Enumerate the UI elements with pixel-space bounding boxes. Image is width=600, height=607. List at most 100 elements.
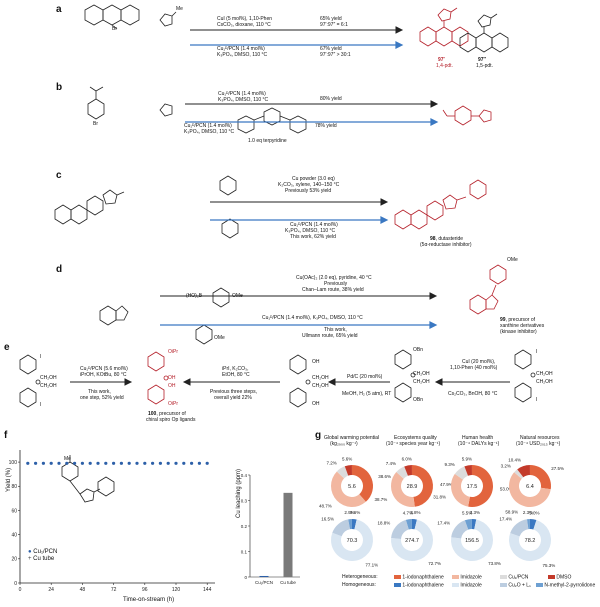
e-start-ch2oh-2: CH₂OH	[40, 383, 57, 389]
donut-slice	[514, 469, 524, 479]
g-swatch-het-3	[500, 575, 507, 579]
donut-slice	[472, 519, 477, 530]
a-bottom-result-2: 97′:97″ > 30:1	[320, 52, 351, 58]
product-e-number: 100	[148, 411, 157, 417]
donut-slice	[336, 466, 349, 479]
f-x-tick-label: 96	[142, 587, 148, 593]
f-x-axis-label: Time-on-stream (h)	[123, 597, 175, 603]
f-legend-label-2: Cu tube	[33, 556, 55, 562]
donut-center-value: 5.6	[348, 484, 356, 490]
g-subtitle-2: (10⁻⁴ species year kg⁻¹)	[386, 441, 441, 447]
spiro-dibenzyl-structure	[394, 349, 416, 403]
donut-slice-label: 73.8%	[488, 561, 501, 566]
g-legend-hom-2-label: Imidazole	[460, 582, 482, 589]
donut-slice	[348, 519, 352, 530]
reaction-arrow-e-right	[434, 378, 510, 386]
f-data-point	[65, 461, 69, 465]
product-a-desc-1: 1,4-pdt.	[436, 63, 453, 69]
donut-slice-label: 75.3%	[542, 563, 555, 568]
inset-category-label: Cu tube	[280, 580, 296, 585]
donut-slice-label: 6.0%	[402, 456, 412, 461]
e-mid-conditions-4: overall yield 22%	[214, 395, 252, 401]
e-left-conditions-2: iPrOH, KOtBu, 80 °C	[80, 372, 127, 378]
reaction-arrow-e-left	[70, 378, 133, 386]
f-data-point	[34, 461, 38, 465]
f-data-point	[127, 461, 131, 465]
f-data-point	[49, 461, 53, 465]
donut-slice-label: 10.4%	[508, 457, 521, 462]
donut-slice-label: 53.0%	[500, 487, 513, 492]
d-boronic-acid: (HO)₂B	[186, 293, 203, 299]
panel-label-c: c	[56, 170, 62, 181]
f-x-tick-label: 24	[48, 587, 54, 593]
reactant-a-me: Me	[176, 6, 183, 12]
product-b-structure	[442, 105, 492, 126]
reaction-arrow-b-bottom	[185, 118, 439, 126]
panel-label-a: a	[56, 4, 62, 15]
f-x-tick-label: 144	[203, 587, 212, 593]
azasteroid-amide-structure	[54, 189, 125, 225]
f-x-tick-label: 48	[80, 587, 86, 593]
e-right-conditions-2: 1,10-Phen (40 mol%)	[450, 365, 498, 371]
f-data-point	[151, 461, 155, 465]
d-top-conditions-2: Previously	[324, 281, 348, 287]
g-subtitle-3: (10⁻⁴ DALYs kg⁻¹)	[458, 441, 500, 447]
f-x-tick-label: 120	[172, 587, 181, 593]
e-end-iodide-1: I	[536, 349, 538, 355]
donut-slice-label: 27.5%	[551, 466, 564, 471]
donut-slice	[352, 465, 374, 502]
donut-slice	[530, 519, 537, 530]
e-right-conditions-1: CuI (20 mol%),	[462, 359, 496, 365]
donut-slice	[464, 465, 472, 476]
g-swatch-het-2	[452, 575, 459, 579]
product-d-desc-1: , precursor of	[505, 317, 536, 323]
donut-slice-label: 2.9%	[344, 510, 354, 515]
e-end-ch2oh-2: CH₂OH	[536, 379, 553, 385]
f-legend-item-2: + Cu tube	[28, 556, 55, 562]
d-top-conditions-3: Chan–Lam route, 38% yield	[302, 287, 364, 293]
f-data-point	[96, 461, 100, 465]
f-data-point	[73, 461, 77, 465]
g-subtitle-1: (kg₂₉₀₀ kg⁻¹)	[330, 441, 358, 447]
donut-slice	[396, 466, 408, 479]
donut-slice-label: 7.2%	[326, 461, 336, 466]
boronic-acid-structure	[212, 287, 230, 308]
donut-slice	[464, 519, 472, 530]
a-top-result-2: 97′:97″ = 6:1	[320, 22, 348, 28]
d-bottom-conditions-1: Cu₁ᴰ/PCN (1.4 mol%), K₃PO₄, DMSO, 110 °C	[262, 315, 363, 321]
a-top-conditions-2: CsCO₃, dioxane, 110 °C	[217, 22, 271, 28]
stability-chart-points	[26, 461, 209, 465]
donut-slice	[526, 519, 530, 530]
f-data-point	[26, 461, 30, 465]
g-legend-het-label: Heterogeneous:	[342, 574, 378, 580]
c-bottom-conditions-2: K₃PO₄, DMSO, 110 °C	[285, 228, 336, 234]
product-d-label: 99, precursor of	[500, 317, 536, 324]
reaction-arrow-d-top	[160, 292, 438, 300]
g-legend-hom-label: Homogeneous:	[342, 582, 376, 588]
g-legend-het-2-label: Imidazole	[460, 574, 482, 581]
f-data-point	[135, 461, 139, 465]
product-d-ome: OMe	[507, 257, 518, 263]
donut-center-value: 78.2	[525, 538, 536, 544]
f-legend-label-1: Cu₁/PCN	[33, 549, 58, 555]
product-a-number-2: 97″	[478, 57, 486, 63]
f-data-point	[80, 461, 84, 465]
d-bromo-ome: OMe	[214, 335, 225, 341]
e-bn-ch2oh-1: CH₂OH	[413, 371, 430, 377]
reaction-arrow-e-pd	[327, 378, 390, 386]
donut-slice-label: 38.6%	[378, 474, 391, 479]
product-a-desc-2: 1,5-pdt.	[476, 63, 493, 69]
g-legend-hom-2: Imidazole	[452, 582, 482, 589]
c-top-conditions-3: Previously 53% yield	[285, 188, 332, 194]
panel-label-e: e	[4, 342, 10, 353]
inset-y-tick-label: 0.1	[241, 549, 248, 554]
aryl-bromide-cf3-structure	[221, 218, 239, 239]
e-diol-oh-1: OH	[312, 359, 320, 365]
f-x-tick-label: 0	[19, 587, 22, 593]
donut-slice-label: 16.5%	[321, 517, 334, 522]
triazole-product-structure	[61, 455, 115, 503]
e-diol-ch2oh-2: CH₂OH	[312, 383, 329, 389]
